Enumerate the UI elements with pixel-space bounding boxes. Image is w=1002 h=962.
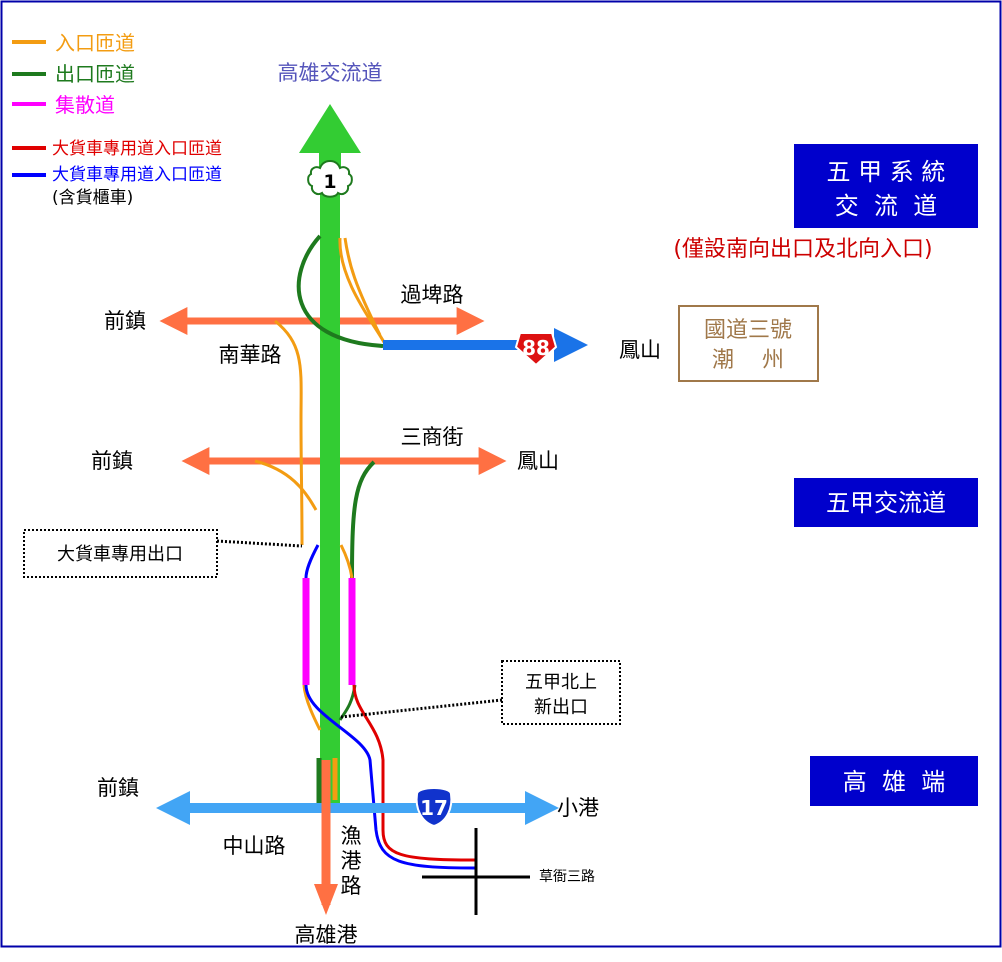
callout-new-exit: 五甲北上 新出口	[340, 660, 621, 725]
yugang-road-char-3: 路	[341, 874, 362, 898]
wujia-system-interchange-box: 五 甲 系 統 交 流 道	[794, 144, 978, 228]
freeway-1-arrowhead	[299, 104, 361, 192]
legend-label-truck-red: 大貨車專用道入口匝道	[52, 139, 222, 159]
wujia-system-box-bg	[794, 144, 978, 228]
zhongshan-road-label: 中山路	[223, 834, 286, 858]
freeway-destination-label: 高雄交流道	[278, 61, 383, 85]
freeway3-line1: 國道三號	[704, 318, 792, 343]
guopi-road-label: 過埤路	[401, 283, 464, 307]
legend-label-entrance: 入口匝道	[55, 31, 135, 55]
sanshang-west-destination: 前鎮	[91, 449, 133, 473]
prov17-shield-number: 17	[420, 796, 448, 820]
callout-new-exit-line2: 新出口	[534, 697, 588, 718]
kaohsiung-end-box: 高 雄 端	[810, 756, 978, 806]
callout-truck-exit-leader	[216, 539, 303, 548]
prov17-shield: 17	[415, 787, 453, 828]
yugang-road-char-2: 港	[341, 849, 362, 873]
freeway3-chaozhou-box: 國道三號 潮 州	[678, 305, 819, 382]
kaohsiung-end-label: 高 雄 端	[843, 768, 946, 796]
entrance-ramp-from-collector-east	[339, 544, 354, 579]
callout-new-exit-line1: 五甲北上	[525, 672, 597, 693]
exit-ramp-guopi-loop	[338, 237, 387, 345]
truck-entrance-route-red	[352, 684, 476, 862]
legend-note-container: (含貨櫃車)	[52, 188, 133, 208]
hwy88-shield: 88	[514, 332, 558, 367]
wujia-system-line2: 交 流 道	[835, 192, 938, 220]
legend-label-collector: 集散道	[55, 93, 115, 117]
yugang-road-arrowhead	[314, 884, 338, 915]
freeway3-line2: 潮 州	[712, 348, 784, 373]
freeway-1-shield: 1	[307, 159, 353, 198]
callout-truck-exit-text: 大貨車專用出口	[57, 544, 183, 565]
legend-label-truck-blue: 大貨車專用道入口匝道	[52, 165, 222, 185]
national-freeway-shield-icon	[307, 159, 353, 198]
wujia-system-note: (僅設南向出口及北向入口)	[673, 237, 932, 262]
callout-truck-exit: 大貨車專用出口	[23, 529, 303, 578]
legend: 入口匝道 出口匝道 集散道 大貨車專用道入口匝道 大貨車專用道入口匝道 (含貨櫃…	[12, 31, 222, 208]
wujia-interchange-box: 五甲交流道	[794, 478, 978, 527]
truck-exit-ramp	[304, 544, 320, 579]
nanhua-road-label: 南華路	[219, 343, 282, 367]
freeway3-box-border	[678, 305, 819, 382]
legend-label-exit: 出口匝道	[55, 62, 135, 86]
callout-new-exit-box	[501, 660, 621, 725]
yugang-south-destination: 高雄港	[295, 923, 358, 947]
freeway-1-shield-number: 1	[323, 171, 336, 193]
exit-ramp-sanshang-east	[350, 460, 376, 579]
entrance-ramp-nanhua	[274, 319, 304, 546]
caoya3-road-label: 草衙三路	[539, 869, 595, 885]
sanshang-east-destination: 鳳山	[517, 449, 559, 473]
provincial-highway-shield-icon	[415, 787, 453, 828]
hwy88-shield-number: 88	[522, 336, 550, 360]
wujia-system-line1: 五 甲 系 統	[827, 158, 946, 186]
wujia-box-label: 五甲交流道	[826, 489, 946, 517]
provincial-expressway-shield-icon	[514, 332, 558, 367]
entrance-ramp-guopi	[343, 237, 382, 336]
callout-new-exit-leader	[340, 698, 503, 719]
yugang-road-char-1: 漁	[341, 824, 362, 848]
truck-entrance-route-blue	[304, 684, 476, 870]
wujia-box-bg	[794, 478, 978, 527]
hwy88-east-destination: 鳳山	[619, 338, 661, 362]
exit-ramp-to-hwy88	[296, 234, 384, 348]
sanshang-street-label: 三商街	[401, 425, 464, 449]
zhongshan-west-destination: 前鎮	[97, 776, 139, 800]
entrance-ramp-lower-west	[302, 684, 322, 731]
zhongshan-east-destination: 小港	[557, 796, 599, 820]
kaohsiung-end-box-bg	[810, 756, 978, 806]
callout-truck-exit-box	[23, 529, 218, 578]
entrance-ramp-sanshang-west	[254, 459, 318, 511]
guopi-west-destination: 前鎮	[104, 309, 146, 333]
